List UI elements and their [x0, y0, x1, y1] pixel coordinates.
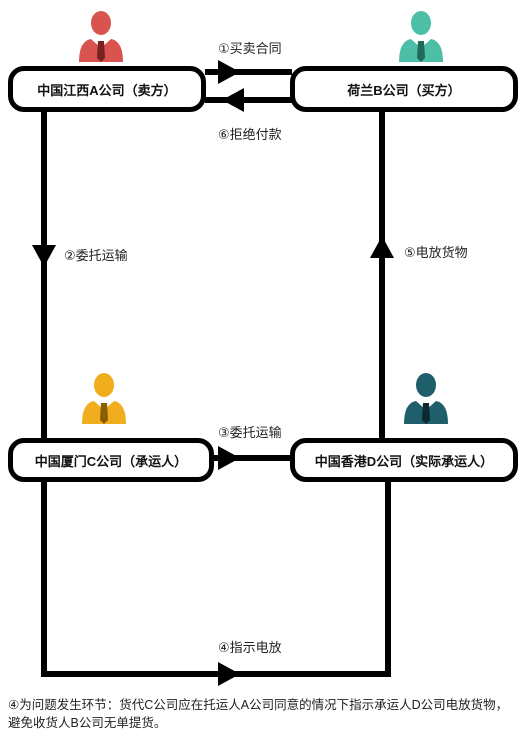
carrier-person-icon: [82, 373, 126, 424]
actual-carrier-box: 中国香港D公司（实际承运人）: [290, 438, 518, 482]
arrow-right-icon: [218, 60, 240, 84]
buyer-label: 荷兰B公司（买方）: [347, 82, 461, 98]
step6-label: ⑥拒绝付款: [218, 127, 282, 142]
buyer-person-icon: [399, 11, 443, 62]
actual-carrier-person-icon: [404, 373, 448, 424]
line-instruction: [41, 476, 391, 677]
footnote: ④为问题发生环节：货代C公司应在托运人A公司同意的情况下指示承运人D公司电放货物…: [8, 698, 509, 730]
arrow-right-icon: [218, 662, 240, 686]
arrow-right-icon: [218, 446, 240, 470]
seller-box: 中国江西A公司（卖方）: [8, 66, 206, 112]
step1-label: ①买卖合同: [218, 41, 282, 56]
carrier-box: 中国厦门C公司（承运人）: [8, 438, 214, 482]
carrier-label: 中国厦门C公司（承运人）: [34, 453, 188, 469]
arrow-up-icon: [370, 236, 394, 258]
step3-label: ③委托运输: [218, 425, 282, 440]
step2-label: ②委托运输: [64, 248, 128, 263]
buyer-box: 荷兰B公司（买方）: [290, 66, 518, 112]
seller-person-icon: [79, 11, 123, 62]
arrow-down-icon: [32, 245, 56, 267]
arrow-left-icon: [222, 88, 244, 112]
step4-label: ④指示电放: [218, 640, 282, 655]
seller-label: 中国江西A公司（卖方）: [37, 82, 177, 98]
step5-label: ⑤电放货物: [404, 245, 468, 260]
actual-carrier-label: 中国香港D公司（实际承运人）: [314, 453, 494, 469]
